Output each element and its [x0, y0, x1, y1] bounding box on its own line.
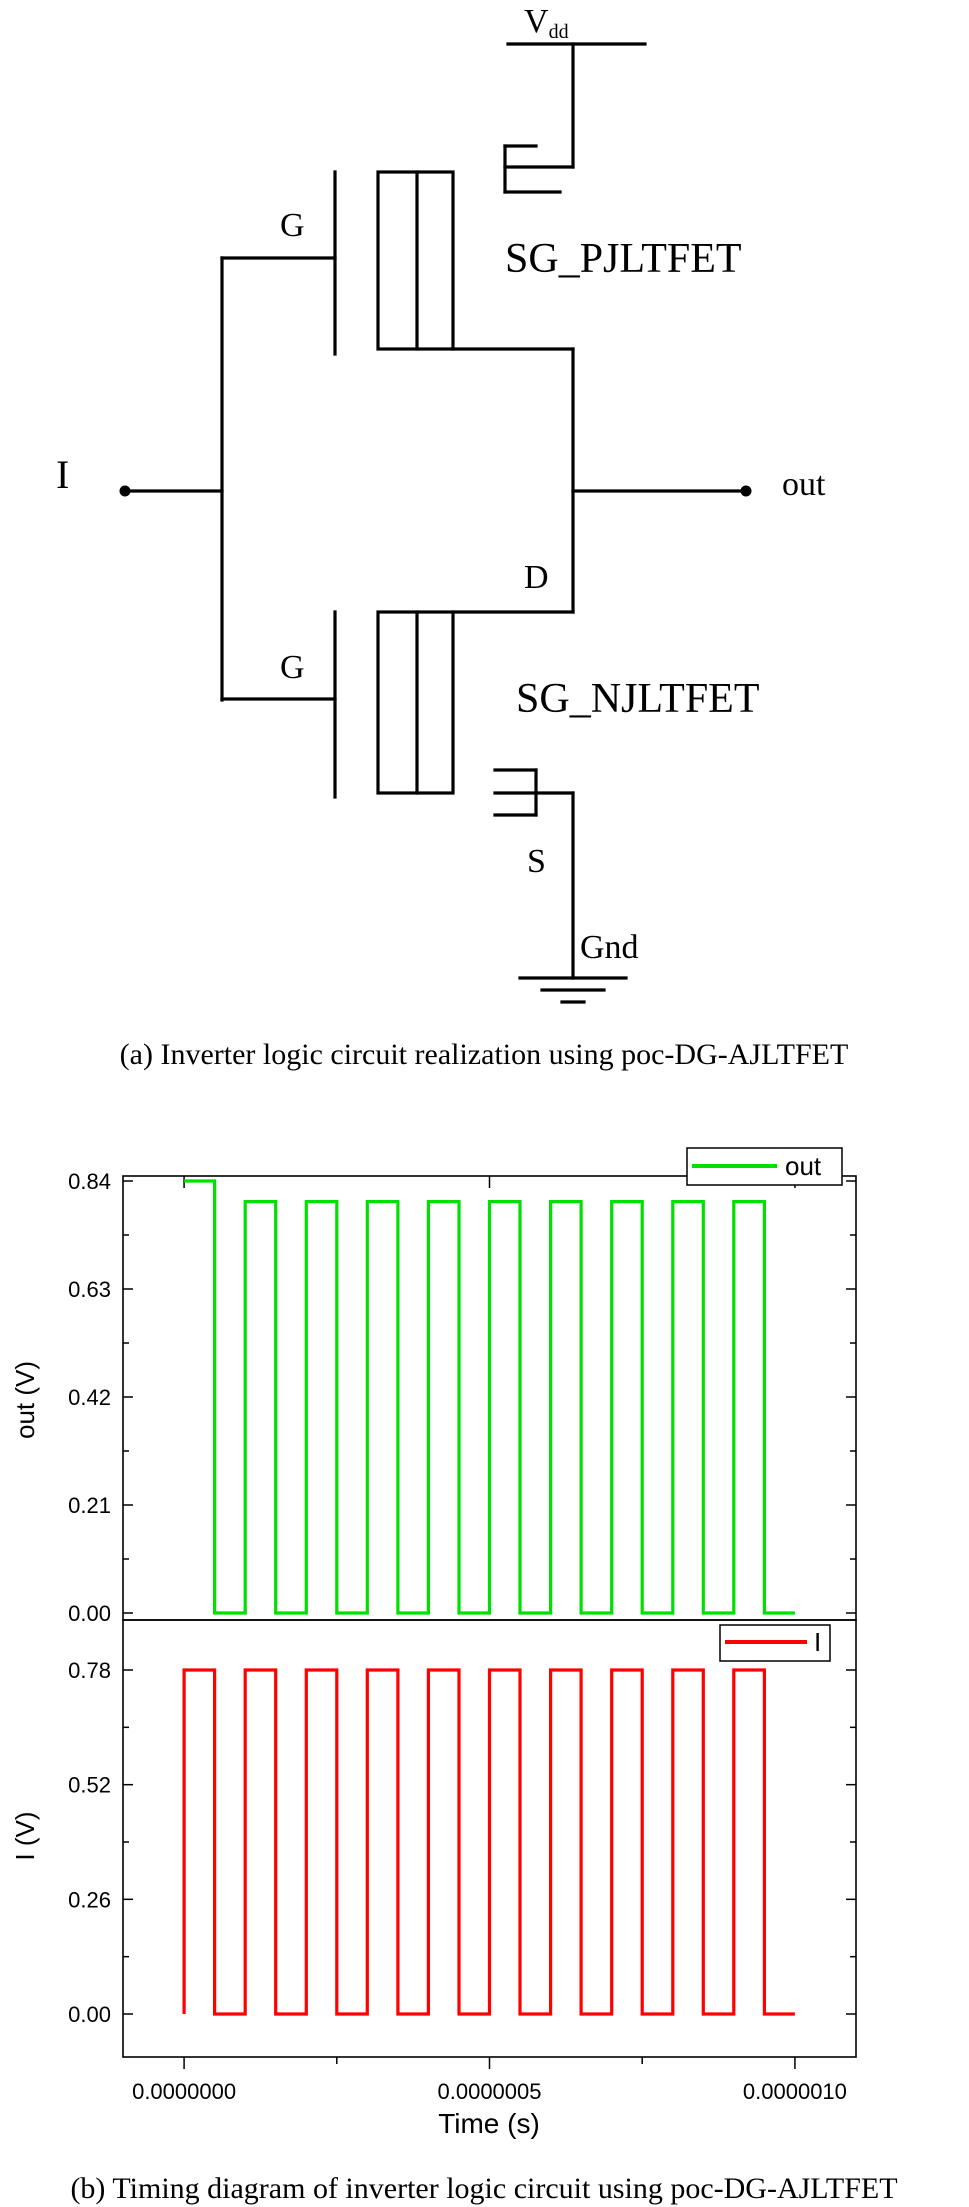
out-y-tick-label: 0.00 — [68, 1601, 111, 1626]
out-y-tick-label: 0.42 — [68, 1385, 111, 1410]
pmos-source-terminal — [503, 144, 575, 194]
source-label: S — [527, 843, 546, 880]
x-tick-label: 0.0000005 — [438, 2079, 542, 2104]
input-y-axis: 0.78 0.52 0.26 0.00 — [68, 1658, 856, 2027]
x-tick-label: 0.0000010 — [743, 2079, 847, 2104]
out-y-tick-label: 0.84 — [68, 1169, 111, 1194]
input-y-tick-label: 0.00 — [68, 2002, 111, 2027]
input-node — [119, 485, 131, 497]
out-legend: out — [686, 1147, 843, 1186]
x-tick-label: 0.0000000 — [132, 2079, 236, 2104]
ground-icon — [518, 976, 628, 1004]
input-series — [182, 1668, 795, 2016]
x-axis: 0.0000000 0.0000005 0.0000010 — [132, 2057, 847, 2104]
out-series — [184, 1179, 795, 1615]
pmos-transistor — [333, 170, 575, 356]
out-y-axis: 0.84 0.63 0.42 0.21 0.00 — [68, 1169, 856, 1626]
vdd-label: Vdd — [524, 3, 569, 43]
input-legend: I — [719, 1624, 831, 1662]
input-y-tick-label: 0.52 — [68, 1773, 111, 1798]
drain-label: D — [524, 559, 549, 596]
nmos-gate-label: G — [280, 649, 305, 686]
out-legend-label: out — [785, 1151, 822, 1181]
caption-a: (a) Inverter logic circuit realization u… — [120, 1038, 849, 1071]
input-y-tick-label: 0.26 — [68, 1887, 111, 1912]
inverter-circuit: Vdd G SG_PJLTFET I out D — [56, 3, 848, 1071]
out-panel: 0.84 0.63 0.42 0.21 0.00 out (V) out — [10, 1147, 857, 1626]
out-series-line — [184, 1179, 795, 1615]
x-axis-label: Time (s) — [438, 2108, 540, 2139]
input-label: I — [56, 452, 69, 497]
input-y-axis-label: I (V) — [10, 1811, 40, 1860]
pmos-device-name: SG_PJLTFET — [505, 236, 742, 282]
pmos-gate-label: G — [280, 207, 305, 244]
out-y-tick-label: 0.63 — [68, 1277, 111, 1302]
timing-diagram: 0.84 0.63 0.42 0.21 0.00 out (V) out 0.78 0.5… — [10, 1147, 898, 2205]
nmos-transistor — [333, 610, 575, 799]
gnd-label: Gnd — [580, 929, 639, 966]
output-node — [740, 485, 752, 497]
nmos-device-name: SG_NJLTFET — [516, 676, 760, 722]
input-legend-label: I — [814, 1627, 821, 1657]
input-y-tick-label: 0.78 — [68, 1658, 111, 1683]
out-y-axis-label: out (V) — [10, 1361, 40, 1439]
nmos-source-terminal — [493, 768, 575, 817]
output-label: out — [782, 466, 826, 503]
out-y-tick-label: 0.21 — [68, 1493, 111, 1518]
input-series-line — [182, 1668, 795, 2016]
caption-b: (b) Timing diagram of inverter logic cir… — [70, 2172, 897, 2205]
